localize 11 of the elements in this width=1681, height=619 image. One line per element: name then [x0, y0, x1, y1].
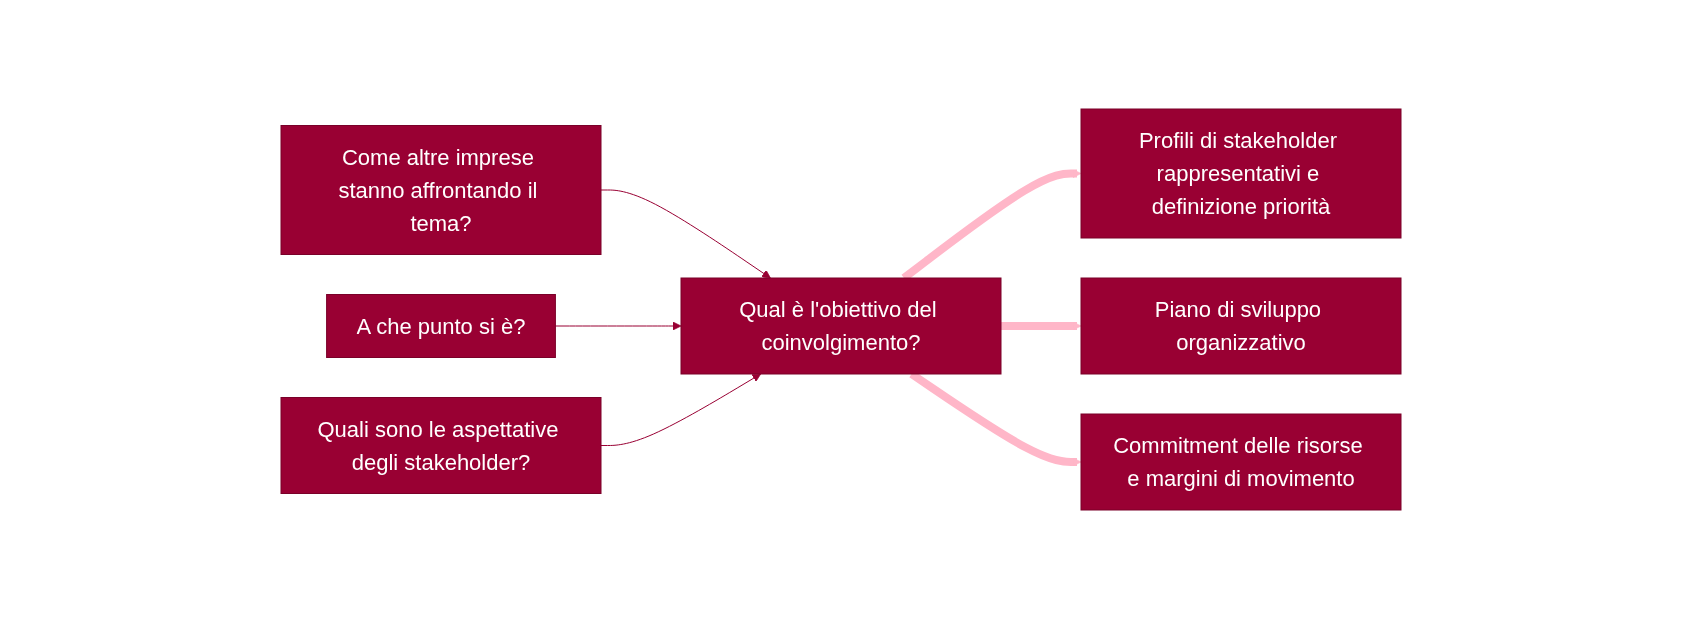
node-box: Profili di stakeholder rappresentativi e definizione priorità: [1080, 108, 1401, 239]
node-box: A che punto si è?: [325, 294, 556, 358]
node-box: Come altre imprese stanno affrontando il tema?: [280, 125, 601, 255]
arrow: [600, 373, 761, 446]
node-box: Qual è l'obiettivo del coinvolgimento?: [680, 277, 1001, 375]
arrow: [1000, 321, 1081, 331]
node-box: Commitment delle risorse e margini di movimento: [1080, 413, 1401, 511]
node-box: Quali sono le aspettative degli stakeholder?: [280, 397, 601, 494]
arrow: [554, 321, 681, 331]
node-box: Piano di sviluppo organizzativo: [1080, 277, 1401, 375]
arrow: [600, 189, 771, 279]
